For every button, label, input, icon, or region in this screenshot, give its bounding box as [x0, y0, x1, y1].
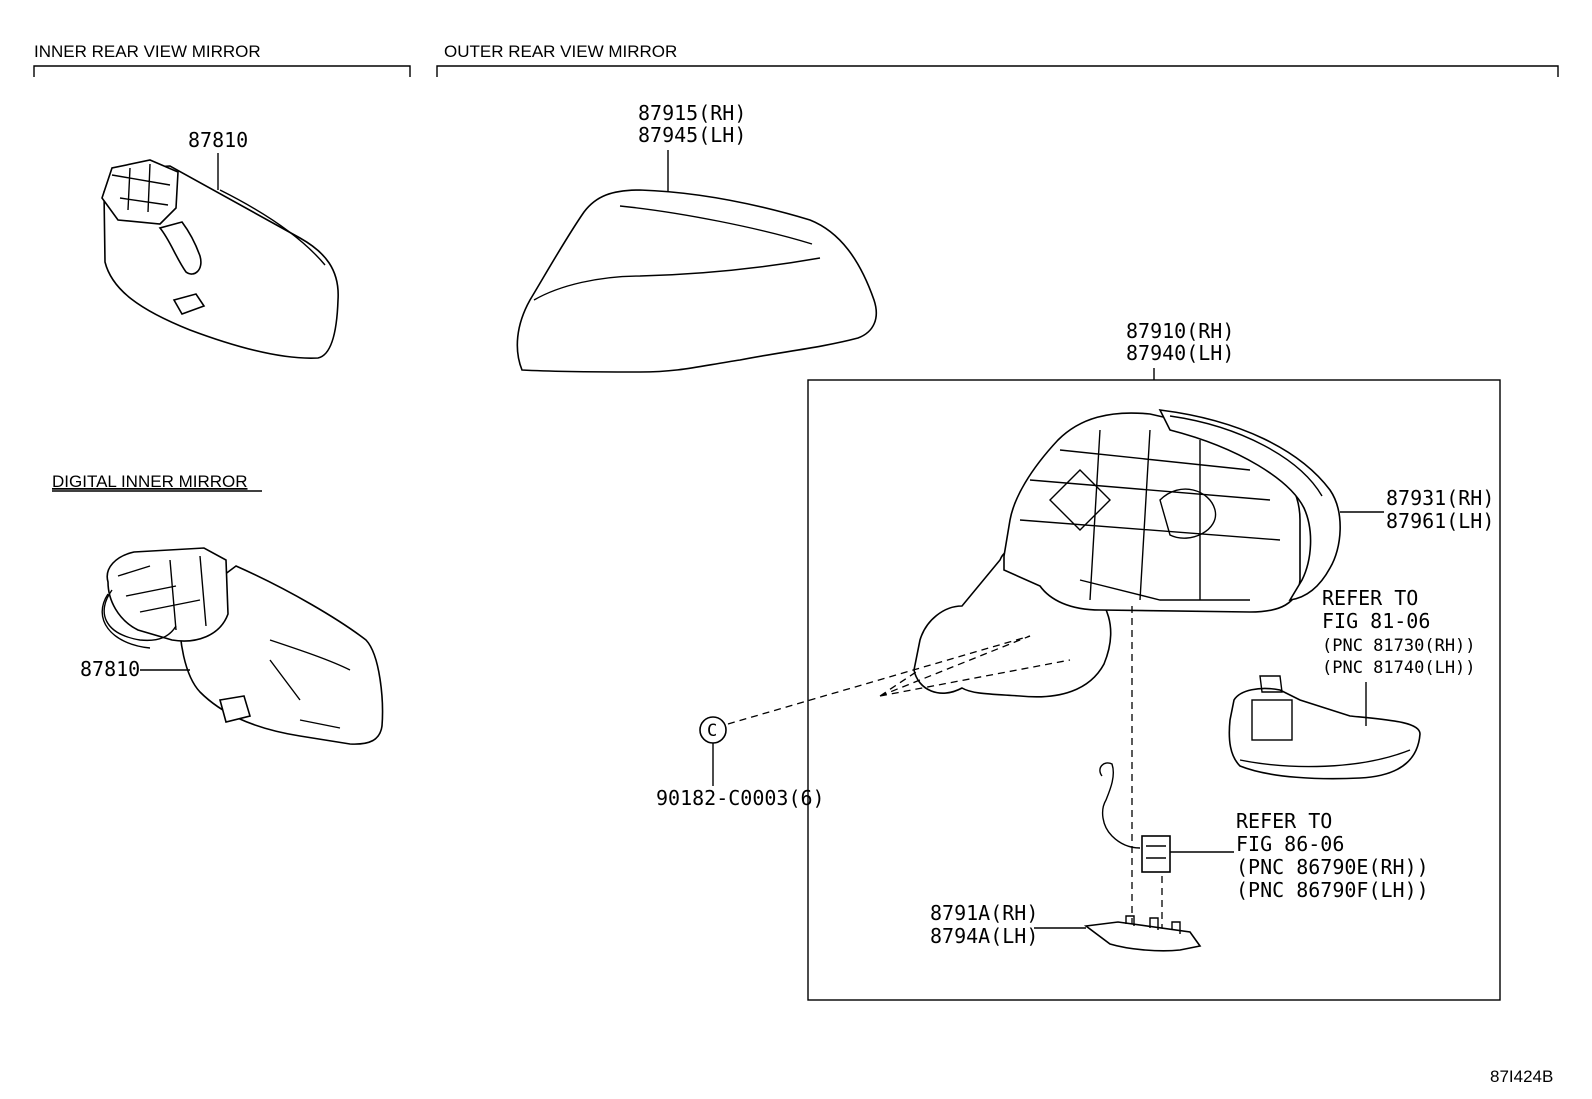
digital-mirror-part — [101, 547, 384, 745]
digital-mirror-label: 87810 — [80, 657, 140, 681]
bracket-lh-label: 8794A(LH) — [930, 924, 1038, 948]
inner-mirror-part — [101, 159, 339, 359]
section-inner-rear-view-mirror: INNER REAR VIEW MIRROR — [34, 42, 261, 61]
cover-rh-label: 87915(RH) — [638, 101, 746, 125]
bracket-part — [1083, 915, 1202, 952]
refer-lamp-line4: (PNC 81740(LH)) — [1322, 658, 1476, 678]
clip-symbol: C — [707, 721, 717, 741]
refer-cam-line1[interactable]: REFER TO — [1236, 809, 1332, 833]
mirror-cover-part — [516, 189, 878, 373]
cover-lh-label: 87945(LH) — [638, 123, 746, 147]
bracket-rh-label: 8791A(RH) — [930, 901, 1038, 925]
refer-cam-line4: (PNC 86790F(LH)) — [1236, 878, 1429, 902]
mirror-glass-part — [1158, 409, 1341, 602]
refer-cam-line3: (PNC 86790E(RH)) — [1236, 855, 1429, 879]
section-outer-rear-view-mirror: OUTER REAR VIEW MIRROR — [444, 42, 677, 61]
refer-lamp-line1[interactable]: REFER TO — [1322, 586, 1418, 610]
refer-cam-line2[interactable]: FIG 86-06 — [1236, 832, 1344, 856]
clip-label: 90182-C0003(6) — [656, 786, 825, 810]
refer-lamp-line3: (PNC 81730(RH)) — [1322, 636, 1476, 656]
figure-id: 87I424B — [1490, 1067, 1553, 1086]
outer-mirror-assembly-box — [807, 379, 1501, 1001]
section-outer-bracket — [436, 65, 1559, 77]
outer-mirror-body-part — [913, 412, 1301, 698]
refer-lamp-line2[interactable]: FIG 81-06 — [1322, 609, 1430, 633]
glass-rh-label: 87931(RH) — [1386, 486, 1494, 510]
clip-dashed-1 — [727, 635, 1031, 725]
camera-part — [1099, 762, 1171, 873]
section-inner-bracket — [33, 65, 411, 77]
section-digital-inner-mirror: DIGITAL INNER MIRROR — [52, 472, 248, 491]
clip-dashed-2 — [879, 635, 1071, 697]
camera-dashed — [1131, 606, 1163, 932]
glass-lh-label: 87961(LH) — [1386, 509, 1494, 533]
assy-lh-label: 87940(LH) — [1126, 341, 1234, 365]
turn-signal-lamp-part — [1228, 675, 1421, 780]
assy-rh-label: 87910(RH) — [1126, 319, 1234, 343]
clip-part: C — [699, 716, 727, 744]
inner-mirror-label: 87810 — [188, 128, 248, 152]
